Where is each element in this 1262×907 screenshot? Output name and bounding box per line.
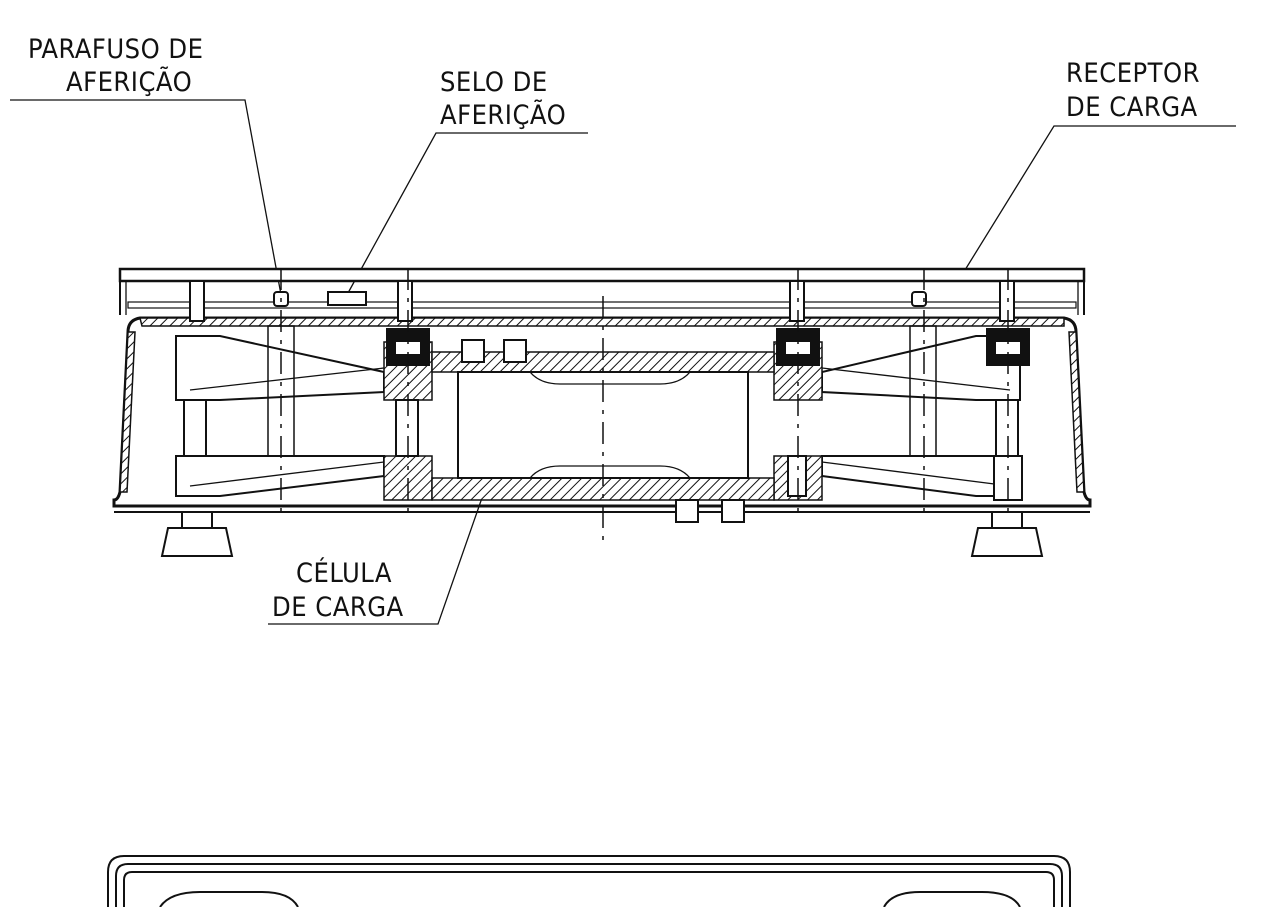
label-load-receiver-line2: DE CARGA	[1066, 92, 1198, 123]
base-housing	[112, 316, 1092, 513]
calibration-screw	[273, 291, 927, 307]
calibration-seal	[327, 291, 367, 306]
center-lines	[280, 268, 1009, 548]
label-load-cell: CÉLULA DE CARGA	[268, 451, 499, 625]
bolts	[183, 339, 1023, 523]
leader-calibration-seal	[347, 132, 588, 294]
label-load-cell-line1: CÉLULA	[296, 557, 392, 589]
label-calibration-seal-line1: SELO DE	[440, 67, 548, 98]
leveling-feet	[160, 511, 1044, 557]
label-calibration-screw: PARAFUSO DE AFERIÇÃO	[10, 34, 283, 301]
label-calibration-screw-line2: AFERIÇÃO	[66, 66, 192, 98]
plan-view-top-edge	[107, 855, 1071, 907]
label-calibration-seal-line2: AFERIÇÃO	[440, 99, 566, 131]
label-calibration-seal: SELO DE AFERIÇÃO	[347, 67, 588, 294]
label-load-receiver-line1: RECEPTOR	[1066, 58, 1200, 89]
label-load-cell-line2: DE CARGA	[272, 592, 404, 623]
label-load-receiver: RECEPTOR DE CARGA	[964, 58, 1236, 271]
load-receiver-plate	[118, 267, 1086, 315]
leader-calibration-screw	[10, 99, 283, 301]
leader-load-receiver	[964, 125, 1236, 271]
leader-load-cell	[268, 451, 499, 625]
label-calibration-screw-line1: PARAFUSO DE	[28, 34, 204, 65]
